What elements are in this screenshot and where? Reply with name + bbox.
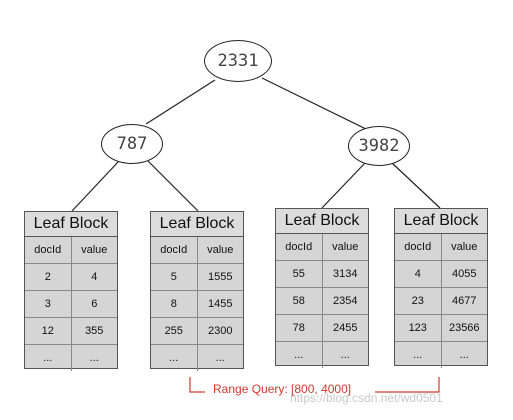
col-value: value (451, 241, 478, 253)
leaf-block-2: Leaf Block docId value 5 1555 8 1455 255… (150, 211, 244, 371)
internal-node-787: 787 (101, 124, 163, 164)
table-row: ... ... (151, 345, 243, 371)
value-cell: 1455 (208, 298, 233, 310)
leaf-header-row: docId value (395, 234, 487, 261)
col-docid: docId (151, 237, 198, 263)
docid-cell: 55 (276, 261, 323, 287)
value-cell: 6 (91, 298, 98, 310)
table-row: 5 1555 (151, 264, 243, 291)
internal-node-3982: 3982 (348, 126, 410, 166)
leaf-title: Leaf Block (276, 209, 368, 234)
docid-cell: 2 (25, 264, 72, 290)
docid-cell: 23 (395, 288, 442, 314)
table-row: ... ... (276, 342, 368, 368)
col-docid: docId (276, 234, 323, 260)
table-row: 255 2300 (151, 318, 243, 345)
root-key: 2331 (217, 51, 259, 71)
value-cell: 1555 (208, 271, 233, 283)
value-cell: 4677 (452, 295, 477, 307)
docid-cell: 4 (395, 261, 442, 287)
col-value: value (81, 244, 108, 256)
docid-cell: 78 (276, 315, 323, 341)
table-row: 78 2455 (276, 315, 368, 342)
internal-key: 787 (116, 134, 148, 154)
edge-787-to-leaf-2 (147, 160, 199, 212)
docid-cell: 3 (25, 291, 72, 317)
edge-787-to-leaf-1 (71, 160, 120, 212)
value-cell: 355 (85, 325, 104, 337)
value-cell: 2300 (208, 325, 233, 337)
col-value: value (332, 241, 359, 253)
col-docid: docId (25, 237, 72, 263)
value-cell: ... (215, 352, 225, 364)
leaf-header-row: docId value (276, 234, 368, 261)
docid-cell: ... (395, 342, 442, 368)
watermark: https://blog.csdn.net/wd0501 (290, 391, 443, 405)
docid-cell: 5 (151, 264, 198, 290)
col-value: value (207, 244, 234, 256)
docid-cell: 123 (395, 315, 442, 341)
leaf-header-row: docId value (25, 237, 117, 264)
table-row: 23 4677 (395, 288, 487, 315)
value-cell: 2455 (333, 322, 358, 334)
table-row: 123 23566 (395, 315, 487, 342)
range-query-bracket (189, 377, 440, 393)
table-row: 12 355 (25, 318, 117, 345)
leaf-title: Leaf Block (395, 209, 487, 234)
leaf-block-1: Leaf Block docId value 2 4 3 6 12 355 ..… (24, 211, 118, 371)
docid-cell: 8 (151, 291, 198, 317)
edge-3982-to-leaf-3 (321, 162, 366, 209)
value-cell: ... (459, 349, 469, 361)
leaf-title: Leaf Block (151, 212, 243, 237)
table-row: 2 4 (25, 264, 117, 291)
edge-root-to-787 (145, 79, 216, 125)
docid-cell: ... (151, 345, 198, 371)
value-cell: 2354 (333, 295, 358, 307)
docid-cell: 12 (25, 318, 72, 344)
leaf-title: Leaf Block (25, 212, 117, 237)
docid-cell: ... (25, 345, 72, 371)
value-cell: 23566 (448, 322, 480, 334)
value-cell: ... (89, 352, 99, 364)
leaf-block-4: Leaf Block docId value 4 4055 23 4677 12… (394, 208, 488, 368)
value-cell: 4 (91, 271, 98, 283)
docid-cell: ... (276, 342, 323, 368)
table-row: 58 2354 (276, 288, 368, 315)
table-row: 4 4055 (395, 261, 487, 288)
table-row: 8 1455 (151, 291, 243, 318)
internal-key: 3982 (358, 136, 400, 156)
edge-3982-to-leaf-4 (391, 162, 441, 209)
docid-cell: 255 (151, 318, 198, 344)
root-node: 2331 (204, 40, 272, 82)
value-cell: 4055 (452, 268, 477, 280)
value-cell: 3134 (333, 268, 358, 280)
leaf-block-3: Leaf Block docId value 55 3134 58 2354 7… (275, 208, 369, 368)
docid-cell: 58 (276, 288, 323, 314)
table-row: 55 3134 (276, 261, 368, 288)
range-query-label: Range Query: [800, 4000] (213, 382, 352, 396)
table-row: 3 6 (25, 291, 117, 318)
table-row: ... ... (25, 345, 117, 371)
leaf-header-row: docId value (151, 237, 243, 264)
edge-root-to-3982 (261, 77, 369, 131)
value-cell: ... (340, 349, 350, 361)
table-row: ... ... (395, 342, 487, 368)
col-docid: docId (395, 234, 442, 260)
